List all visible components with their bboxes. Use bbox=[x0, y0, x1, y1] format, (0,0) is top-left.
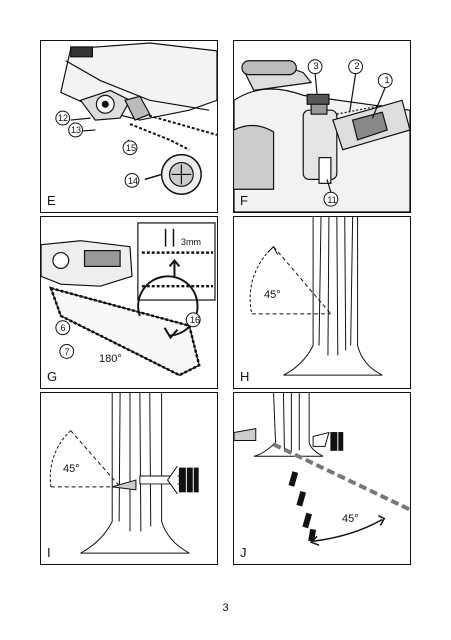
callout-12: 12 bbox=[57, 113, 68, 123]
chain-tension-illustration bbox=[41, 222, 216, 377]
rotation-angle-label: 180° bbox=[99, 353, 122, 365]
panel-e: 12 13 15 14 E bbox=[40, 40, 218, 213]
page-number: 3 bbox=[222, 602, 229, 614]
callout-7: 7 bbox=[64, 347, 70, 357]
panel-j: 45° J bbox=[233, 392, 411, 565]
panel-label-g: G bbox=[47, 369, 58, 384]
panel-label-f: F bbox=[240, 193, 248, 208]
tree-felling-angle-illustration bbox=[249, 217, 383, 376]
panel-label-e: E bbox=[47, 193, 56, 208]
callout-6: 6 bbox=[60, 323, 66, 333]
callout-13: 13 bbox=[70, 125, 81, 135]
felling-angle-label: 45° bbox=[264, 289, 281, 301]
panel-i: 45° I bbox=[40, 392, 218, 565]
callout-15: 15 bbox=[125, 143, 136, 153]
panel-label-i: I bbox=[47, 545, 51, 560]
callout-2: 2 bbox=[354, 61, 360, 71]
panel-f: 3 2 1 11 F bbox=[233, 40, 411, 213]
panel-h: 45° H bbox=[233, 216, 411, 389]
chain-saw-side-illustration bbox=[55, 42, 217, 195]
gap-measurement-label: 3mm bbox=[181, 237, 201, 247]
panel-label-h: H bbox=[240, 369, 250, 384]
escape-angle-label: 45° bbox=[342, 513, 359, 525]
callout-1: 1 bbox=[384, 75, 390, 85]
panel-label-j: J bbox=[240, 545, 247, 560]
notch-angle-label: 45° bbox=[63, 463, 80, 475]
felling-direction-illustration bbox=[234, 393, 410, 546]
panel-g: 3mm 6 7 16 180° G bbox=[40, 216, 218, 389]
callout-16: 16 bbox=[189, 315, 200, 325]
callout-11: 11 bbox=[327, 195, 337, 205]
oil-tank-illustration bbox=[234, 59, 410, 212]
callout-14: 14 bbox=[127, 176, 138, 186]
notch-cut-illustration bbox=[49, 393, 199, 554]
callout-3: 3 bbox=[313, 61, 319, 71]
